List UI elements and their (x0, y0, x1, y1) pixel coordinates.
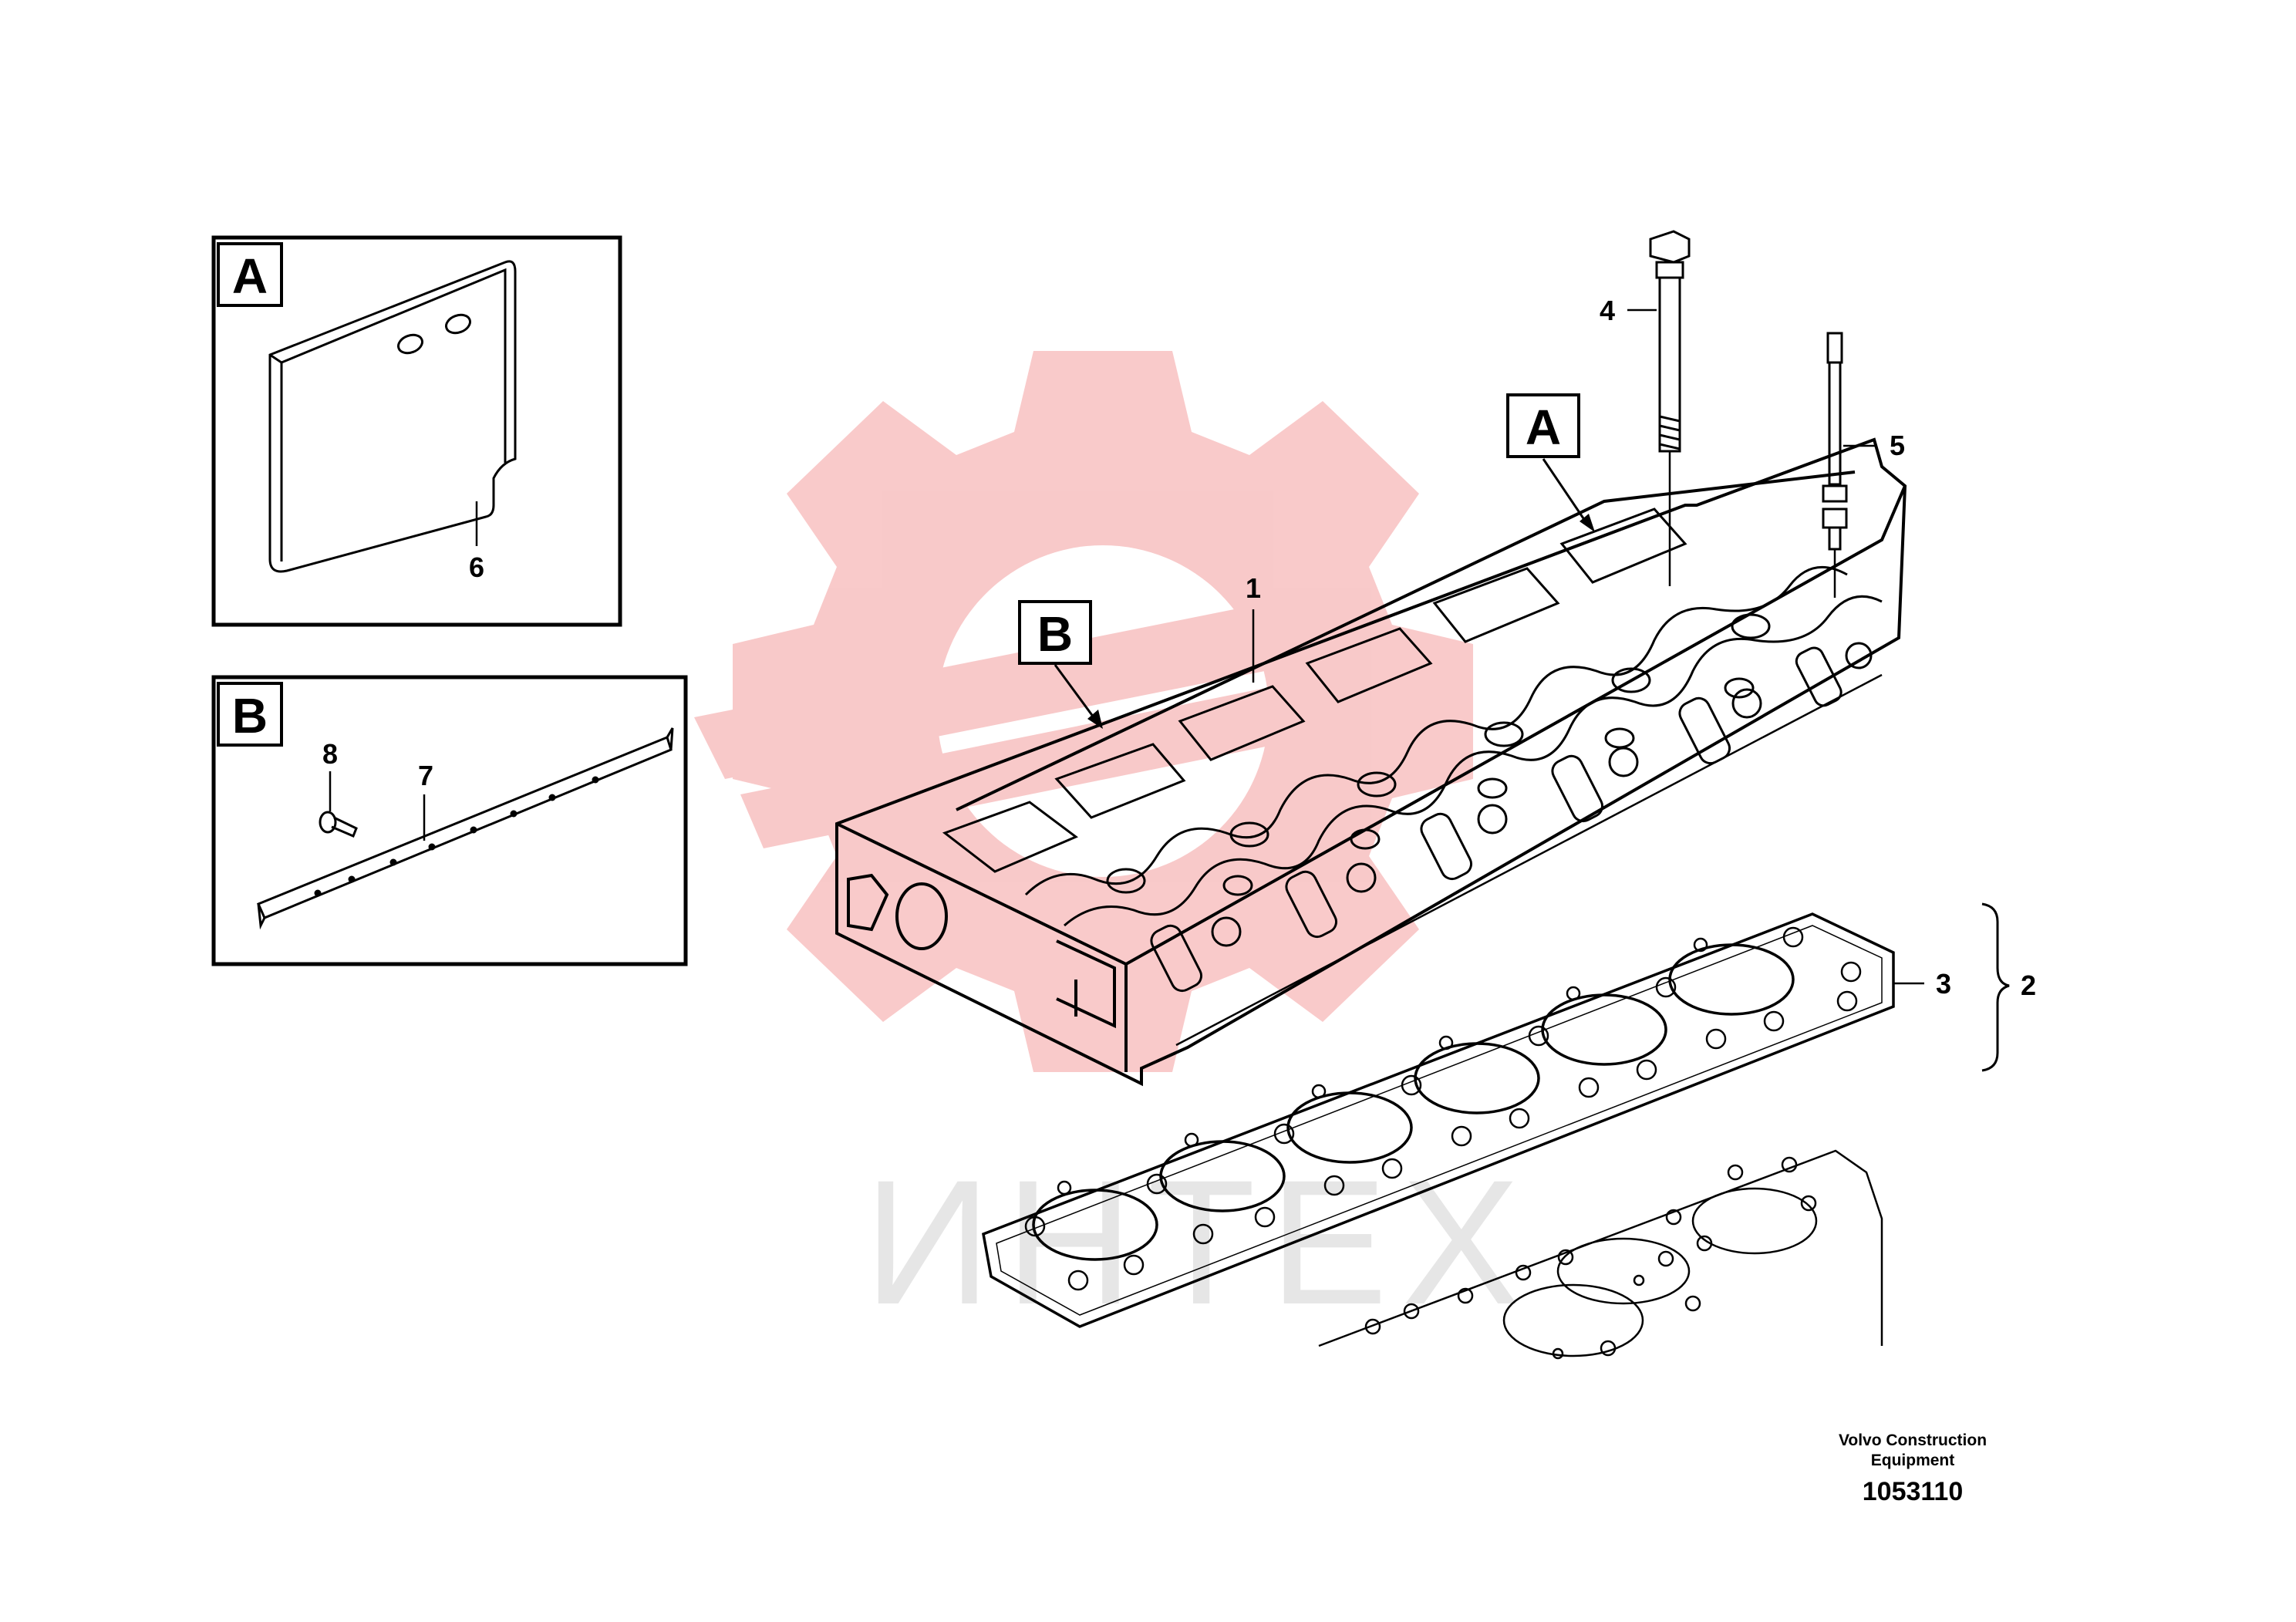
part-label-8: 8 (322, 738, 338, 770)
view-a-callout: A (1506, 393, 1595, 532)
part-label-5: 5 (1890, 430, 1905, 461)
view-b-letter: B (1037, 606, 1073, 662)
inset-a-letter: A (232, 248, 268, 304)
watermark-text: ИНТЕХ (864, 1143, 1534, 1341)
screw-part-8 (319, 811, 358, 838)
inset-a-panel: A 6 (211, 235, 622, 627)
footer-company-line1: Volvo Construction (1839, 1431, 1987, 1449)
cylinder-head-ports (1106, 613, 1771, 896)
inset-b-letter: B (232, 688, 268, 744)
part-label-4: 4 (1600, 295, 1615, 326)
part-label-3: 3 (1936, 968, 1951, 1000)
part-label-1: 1 (1246, 572, 1261, 604)
footer-drawing-number: 1053110 (1863, 1477, 1964, 1506)
plate-part-6 (268, 260, 517, 573)
view-a-letter: A (1526, 400, 1561, 455)
footer-company-line2: Equipment (1871, 1452, 1955, 1469)
inset-b-panel: B 8 7 (211, 675, 688, 966)
watermark-gear-icon (694, 351, 1473, 1072)
cylinder-head-valve-pockets (942, 508, 1883, 927)
cylinder-head-side-ports (1150, 642, 1883, 1047)
engine-block-outline (1318, 1149, 1883, 1360)
part-label-7: 7 (418, 760, 433, 791)
view-b-callout: B (1018, 600, 1103, 729)
head-gasket-part-3 (982, 912, 1895, 1328)
bolt-part-4 (1649, 230, 1691, 586)
part-label-2: 2 (2021, 969, 2036, 1001)
strip-part-7 (257, 727, 674, 930)
head-gasket-bolt-holes (1024, 926, 1862, 1291)
gasket-kit-bracket (1981, 902, 2010, 1072)
part-label-6: 6 (469, 551, 484, 583)
stud-part-5 (1822, 332, 1848, 598)
cylinder-head-part-1 (835, 437, 1907, 1087)
